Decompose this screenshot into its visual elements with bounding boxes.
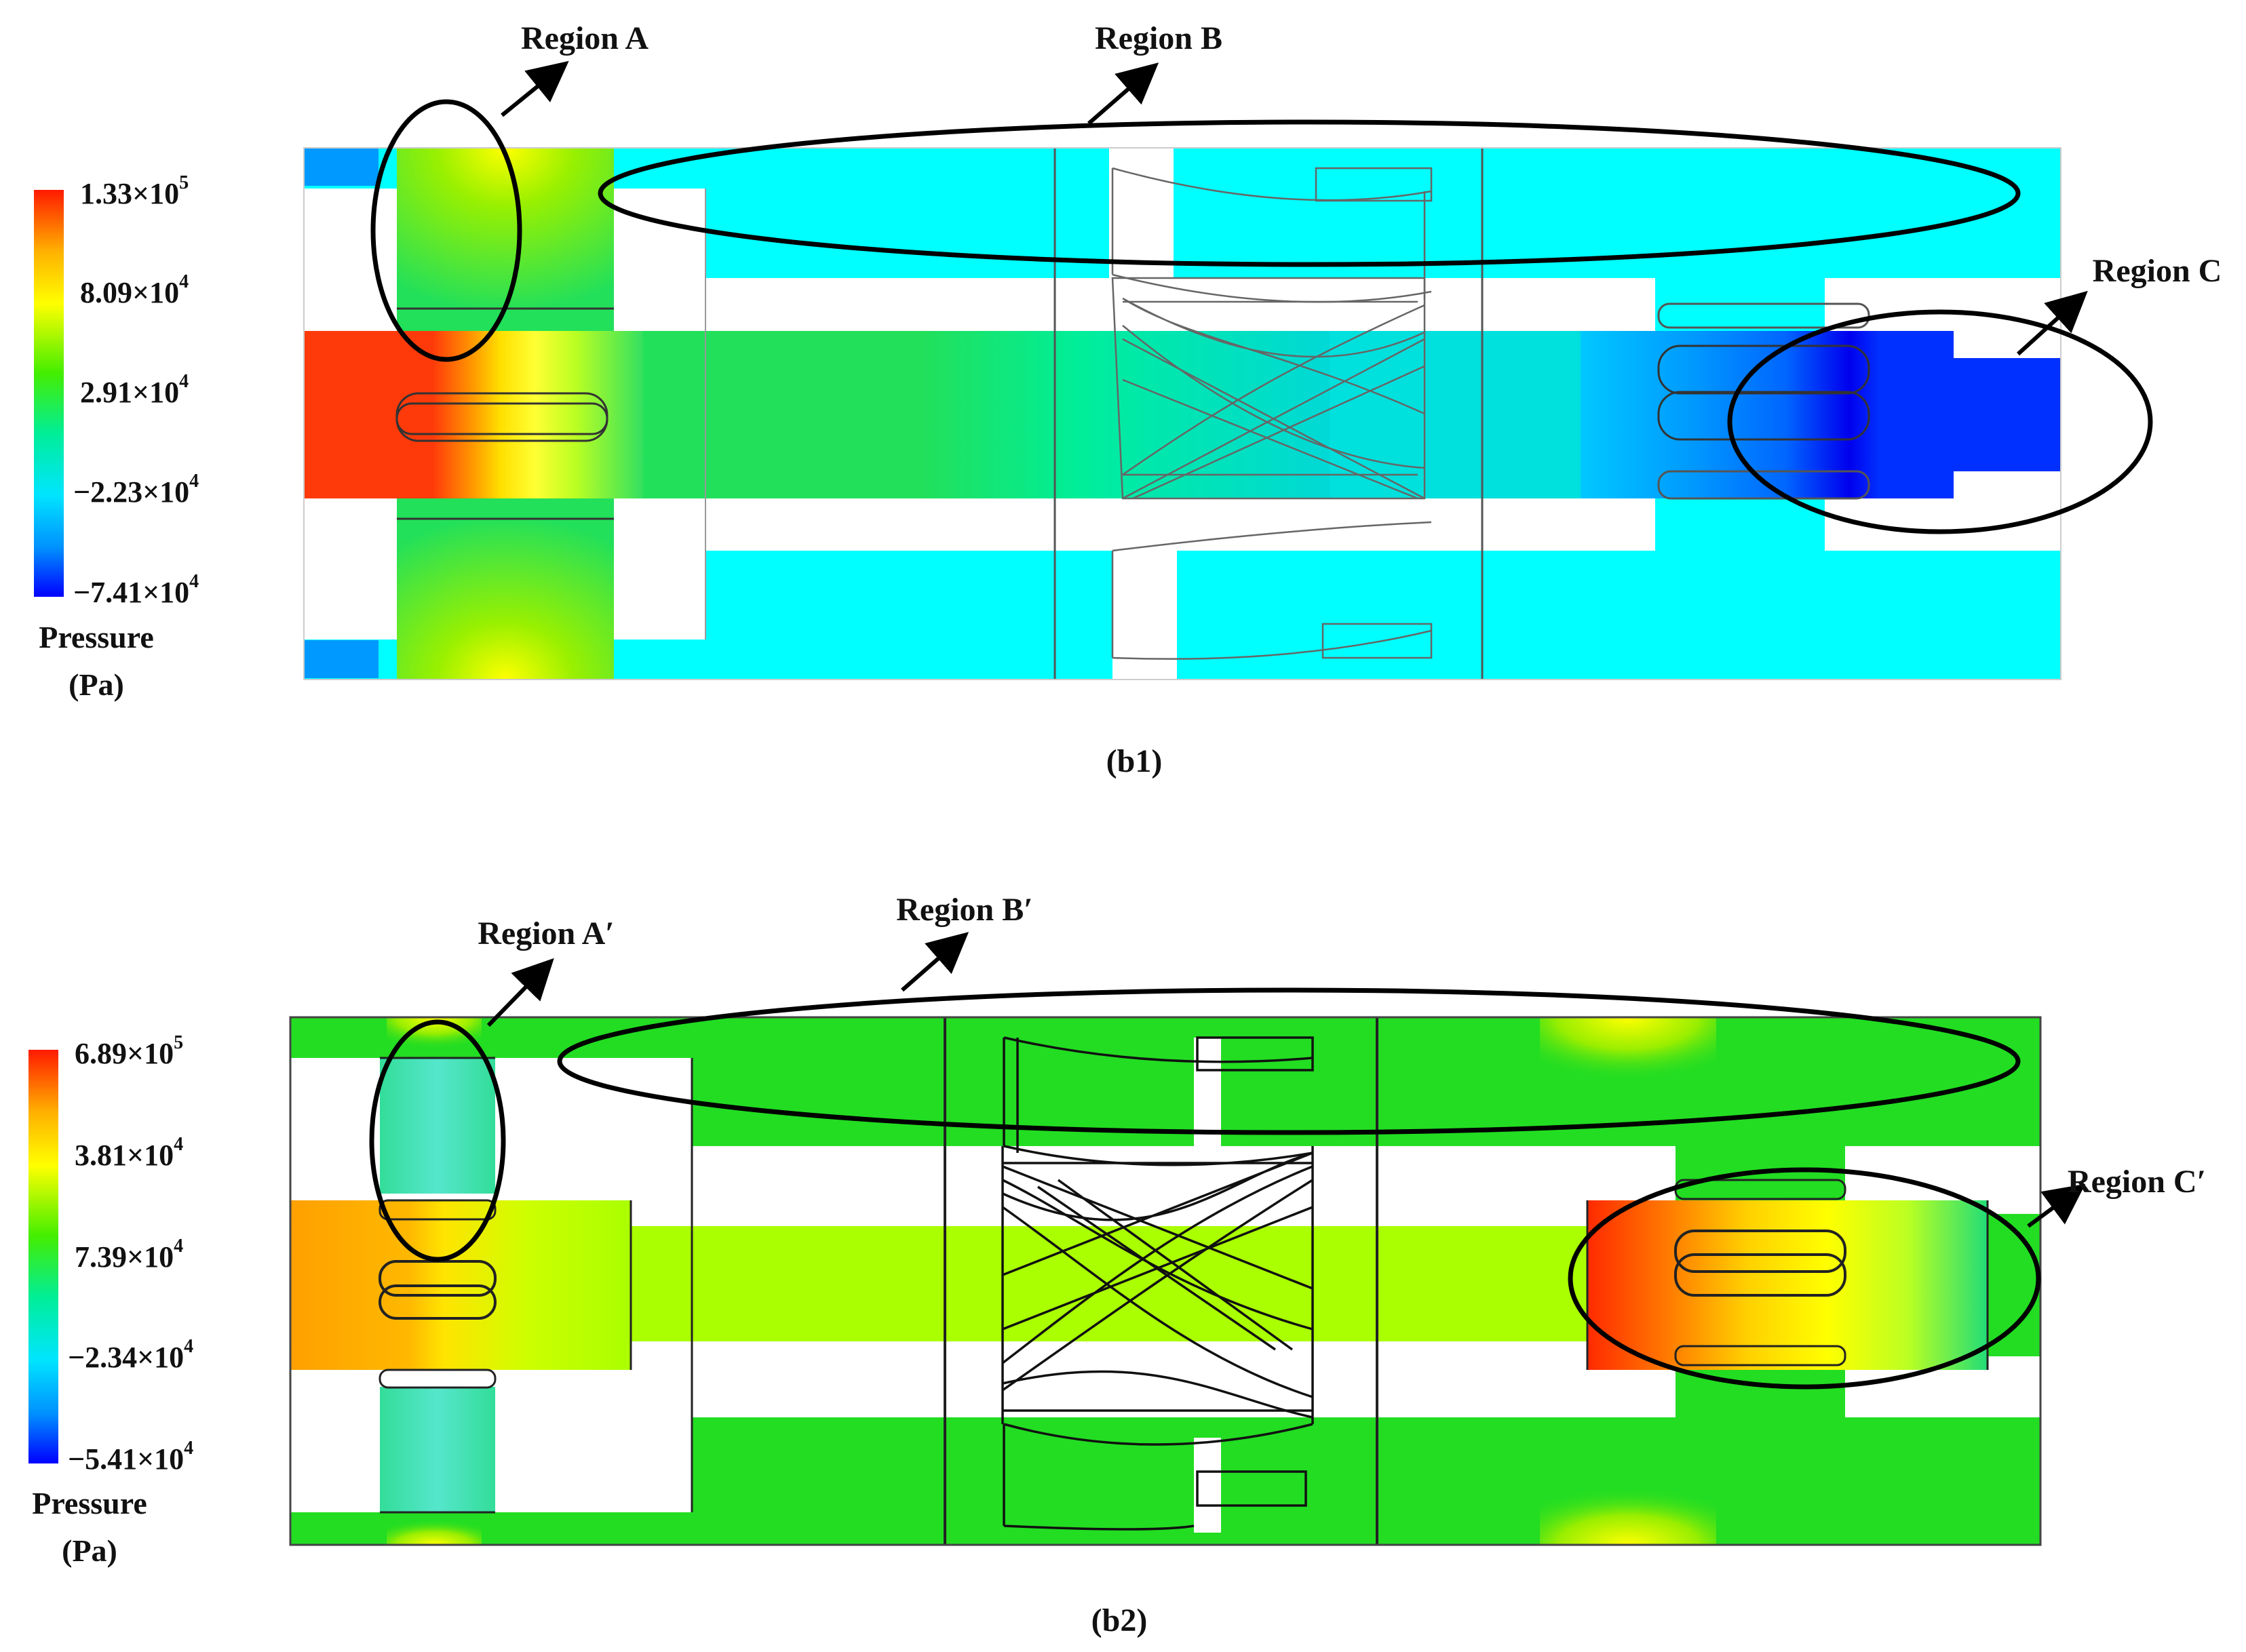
region-a-prime-label: Region A′ [478,916,615,951]
b2-tick-1-exp: 4 [174,1134,183,1155]
b1-tick-3: −2.23×10 [73,475,189,509]
svg-text:3.81×104: 3.81×104 [75,1134,183,1172]
b1-tick-1: 8.09×10 [80,276,179,309]
region-c-prime-ellipse [1568,1167,2041,1390]
region-c-prime-arrow [2027,1183,2086,1228]
b1-tick-0: 1.33×10 [80,177,179,210]
b2-colorbar-title: Pressure [32,1486,147,1520]
b1-tick-2-exp: 4 [179,371,189,392]
region-a-label: Region A [521,20,648,56]
caption-b2: (b2) [1091,1602,1148,1638]
region-c-arrow [2016,290,2088,356]
b1-tick-2: 2.91×10 [80,376,179,409]
colorbar-b1: 1.33×105 8.09×104 2.91×104 −2.23×104 −7.… [34,172,199,702]
region-c-label: Region C [2093,253,2222,289]
region-b-ellipse [598,119,2021,267]
b2-colorbar-unit: (Pa) [62,1533,117,1568]
colorbar-b1-bar [34,190,64,597]
region-b-label: Region B [1095,20,1222,56]
flow-field-b1 [303,147,2062,680]
flow-field-b2 [289,1016,2042,1546]
region-b-arrow [1087,62,1159,125]
region-markers-b1 [370,99,2153,534]
svg-text:7.39×104: 7.39×104 [75,1236,183,1274]
region-a-ellipse [370,99,522,362]
svg-text:6.89×105: 6.89×105 [75,1032,183,1070]
caption-b1: (b1) [1106,743,1163,779]
panel-b2: 6.89×105 3.81×104 7.39×104 −2.34×104 −5.… [28,892,2206,1638]
b1-tick-0-exp: 5 [179,172,189,193]
b2-tick-3-exp: 4 [184,1336,193,1357]
b1-tick-4-exp: 4 [189,571,199,592]
region-c-ellipse [1727,309,2153,534]
b2-tick-1: 3.81×10 [75,1139,174,1172]
region-c-prime-label: Region C′ [2068,1164,2206,1200]
svg-text:−2.34×104: −2.34×104 [68,1336,193,1374]
b1-colorbar-title: Pressure [39,620,154,654]
colorbar-b2-bar [28,1050,58,1463]
b2-tick-0: 6.89×10 [75,1037,174,1070]
b2-tick-2-exp: 4 [174,1236,183,1257]
svg-text:−7.41×104: −7.41×104 [73,571,199,609]
region-markers-b2 [369,987,2041,1390]
region-b-prime-label: Region B′ [896,892,1033,928]
region-a-arrow [501,60,569,117]
svg-text:−2.23×104: −2.23×104 [73,471,199,509]
region-a-prime-ellipse [369,1019,506,1262]
b2-tick-4-exp: 4 [184,1438,193,1459]
b1-colorbar-unit: (Pa) [69,667,124,702]
panel-b1: 1.33×105 8.09×104 2.91×104 −2.23×104 −7.… [34,20,2222,779]
b2-tick-3: −2.34×10 [68,1341,184,1374]
b1-tick-1-exp: 4 [179,271,189,292]
b1-tick-4: −7.41×10 [73,576,189,609]
b2-tick-4: −5.41×10 [68,1442,184,1476]
b2-tick-0-exp: 5 [174,1032,183,1053]
svg-text:1.33×105: 1.33×105 [80,172,189,210]
svg-text:8.09×104: 8.09×104 [80,271,189,309]
region-b-prime-ellipse [557,987,2021,1135]
region-a-prime-arrow [486,958,554,1027]
colorbar-b2: 6.89×105 3.81×104 7.39×104 −2.34×104 −5.… [28,1032,193,1568]
region-b-prime-arrow [901,932,969,992]
svg-text:−5.41×104: −5.41×104 [68,1438,193,1476]
b2-tick-2: 7.39×10 [75,1240,174,1274]
svg-text:2.91×104: 2.91×104 [80,371,189,409]
b1-tick-3-exp: 4 [189,471,199,492]
